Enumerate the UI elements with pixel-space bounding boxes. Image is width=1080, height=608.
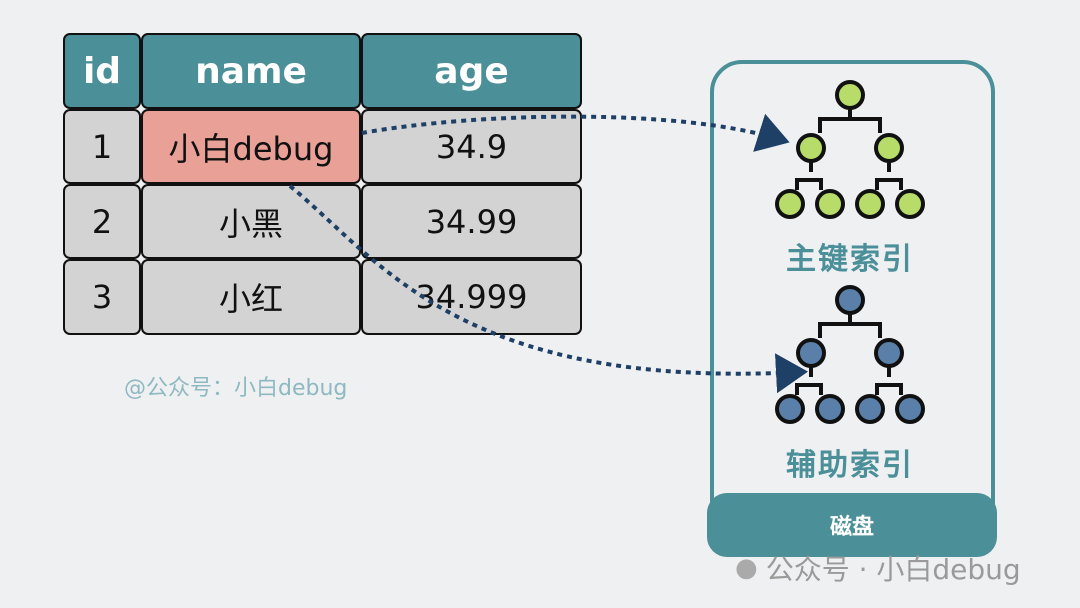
primary-index-tree-icon xyxy=(775,80,925,219)
tree-node xyxy=(855,189,885,219)
cell-age: 34.999 xyxy=(361,259,582,335)
header-name: name xyxy=(141,33,361,109)
arrow-to-secondary-index xyxy=(288,184,808,394)
secondary-index-tree-icon xyxy=(775,285,925,424)
cell-name: 小黑 xyxy=(141,184,361,259)
tree-node xyxy=(775,189,805,219)
tree-node xyxy=(895,394,925,424)
tree-node xyxy=(874,338,904,368)
disk-label: 磁盘 xyxy=(707,493,997,557)
arrow-to-primary-index xyxy=(361,113,790,152)
cell-id: 1 xyxy=(63,109,141,184)
secondary-index-label: 辅助索引 xyxy=(786,448,914,483)
tree-node xyxy=(796,133,826,163)
cell-name-highlighted: 小白debug xyxy=(141,109,361,184)
tree-node xyxy=(895,189,925,219)
corner-watermark: ● 公众号 · 小白debug xyxy=(735,548,1021,588)
tree-node xyxy=(815,189,845,219)
cell-name: 小红 xyxy=(141,259,361,335)
tree-node xyxy=(815,394,845,424)
inline-watermark: @公众号：小白debug xyxy=(124,376,348,401)
header-id: id xyxy=(63,33,141,109)
tree-node xyxy=(775,394,805,424)
tree-node xyxy=(796,338,826,368)
wechat-icon: ● xyxy=(735,553,758,583)
cell-id: 2 xyxy=(63,184,141,259)
primary-index-label: 主键索引 xyxy=(786,242,914,277)
cell-age: 34.99 xyxy=(361,184,582,259)
tree-node xyxy=(855,394,885,424)
corner-watermark-text: 公众号 · 小白debug xyxy=(765,553,1021,586)
tree-node xyxy=(874,133,904,163)
tree-node xyxy=(835,285,865,315)
cell-id: 3 xyxy=(63,259,141,335)
tree-node xyxy=(835,80,865,110)
header-age: age xyxy=(361,33,582,109)
